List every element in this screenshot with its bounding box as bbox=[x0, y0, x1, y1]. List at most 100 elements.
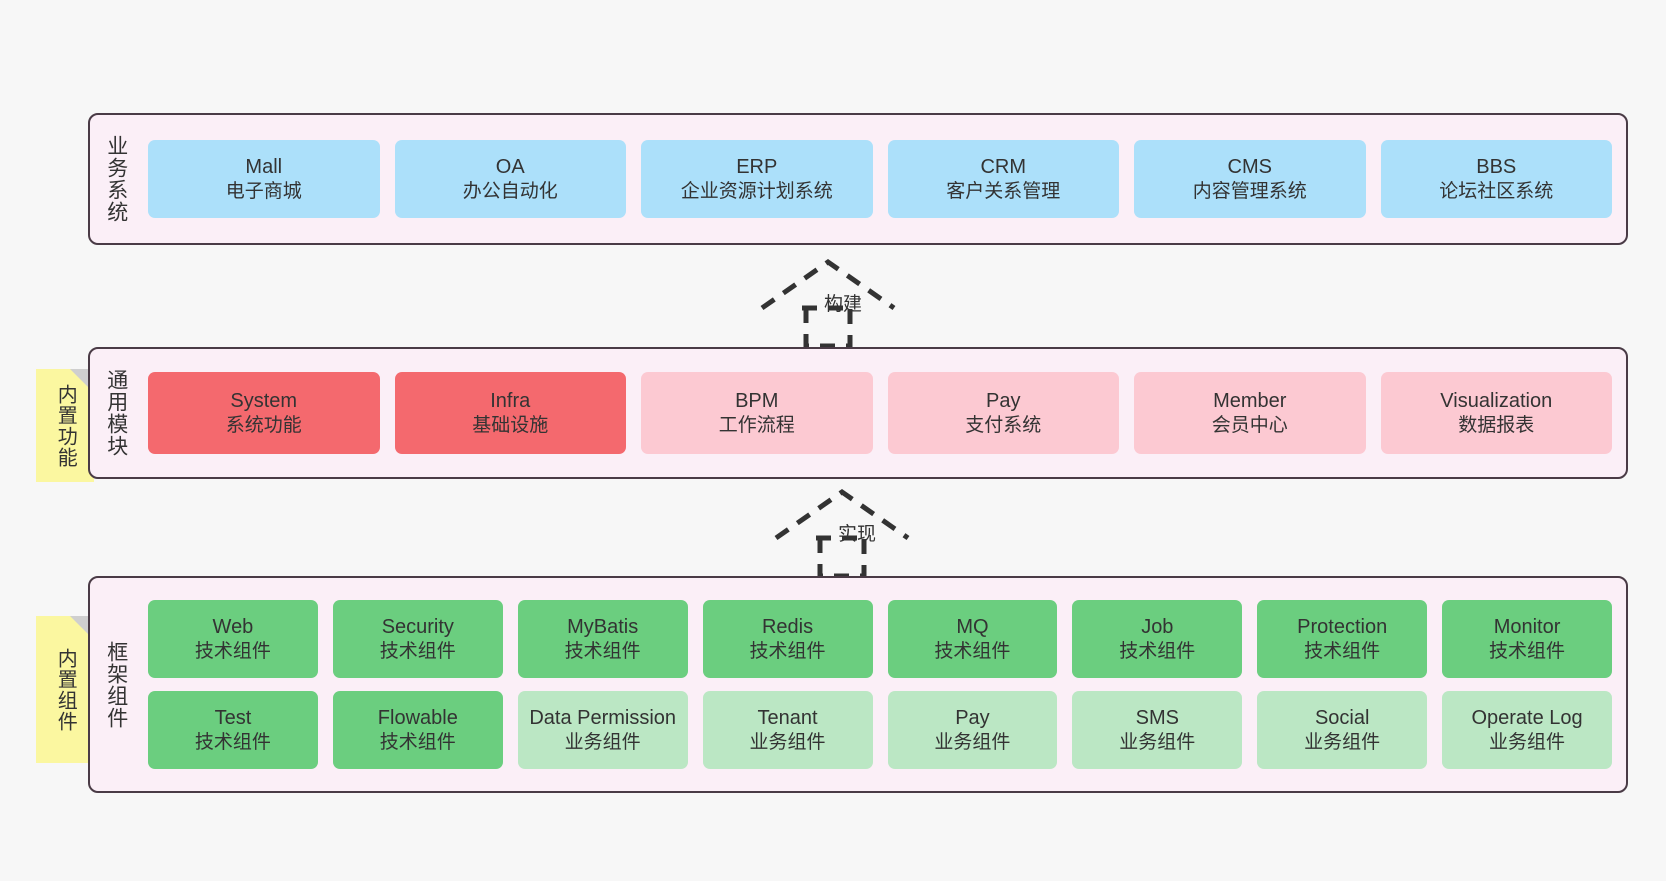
card-subtitle: 内容管理系统 bbox=[1192, 180, 1307, 202]
card-subtitle: 技术组件 bbox=[379, 731, 456, 753]
card-subtitle: 基础设施 bbox=[472, 414, 549, 436]
layer-body-framework-components: Web 技术组件 Security 技术组件 MyBatis 技术组件 Redi… bbox=[142, 578, 1626, 791]
common-modules-row: System 系统功能 Infra 基础设施 BPM 工作流程 Pay 支付系统… bbox=[148, 372, 1612, 454]
card-subtitle: 业务组件 bbox=[749, 731, 826, 753]
card-subtitle: 论坛社区系统 bbox=[1439, 180, 1554, 202]
card-title: Redis bbox=[761, 616, 814, 639]
card-title: Infra bbox=[490, 390, 531, 413]
connector-implement: 实现 bbox=[772, 488, 912, 579]
sticky-note-builtin-features: 内置功能 bbox=[36, 369, 94, 482]
card-data-permission[interactable]: Data Permission 业务组件 bbox=[517, 691, 688, 769]
card-infra[interactable]: Infra 基础设施 bbox=[394, 372, 626, 454]
card-title: System bbox=[230, 390, 298, 413]
layer-body-business-systems: Mall 电子商城 OA 办公自动化 ERP 企业资源计划系统 CRM 客户关系… bbox=[142, 115, 1626, 243]
card-title: Protection bbox=[1297, 616, 1388, 639]
card-subtitle: 系统功能 bbox=[225, 414, 302, 436]
card-subtitle: 技术组件 bbox=[379, 640, 456, 662]
card-sms[interactable]: SMS 业务组件 bbox=[1072, 691, 1243, 769]
layer-framework-components: 框架组件 Web 技术组件 Security 技术组件 MyBatis 技术组件… bbox=[88, 576, 1628, 793]
card-operate-log[interactable]: Operate Log 业务组件 bbox=[1442, 691, 1612, 769]
card-subtitle: 技术组件 bbox=[1489, 640, 1566, 662]
card-system[interactable]: System 系统功能 bbox=[148, 372, 380, 454]
card-erp[interactable]: ERP 企业资源计划系统 bbox=[641, 140, 873, 218]
card-pay-component[interactable]: Pay 业务组件 bbox=[887, 691, 1058, 769]
card-title: Pay bbox=[955, 707, 990, 730]
card-subtitle: 工作流程 bbox=[718, 414, 795, 436]
card-oa[interactable]: OA 办公自动化 bbox=[394, 140, 626, 218]
card-title: MyBatis bbox=[567, 616, 639, 639]
card-subtitle: 业务组件 bbox=[934, 731, 1011, 753]
card-title: Mall bbox=[245, 156, 283, 179]
card-title: CRM bbox=[980, 156, 1027, 179]
card-title: Security bbox=[381, 616, 454, 639]
card-title: ERP bbox=[736, 156, 778, 179]
card-subtitle: 客户关系管理 bbox=[946, 180, 1061, 202]
sticky-note-label: 内置组件 bbox=[54, 647, 77, 732]
card-mall[interactable]: Mall 电子商城 bbox=[148, 140, 380, 218]
card-title: BBS bbox=[1476, 156, 1517, 179]
framework-tech-row: Web 技术组件 Security 技术组件 MyBatis 技术组件 Redi… bbox=[148, 600, 1612, 678]
card-title: Web bbox=[212, 616, 254, 639]
card-subtitle: 业务组件 bbox=[1304, 731, 1381, 753]
card-title: Flowable bbox=[377, 707, 458, 730]
card-mybatis[interactable]: MyBatis 技术组件 bbox=[517, 600, 688, 678]
card-subtitle: 数据报表 bbox=[1458, 414, 1535, 436]
card-bbs[interactable]: BBS 论坛社区系统 bbox=[1380, 140, 1612, 218]
card-title: Visualization bbox=[1440, 390, 1553, 413]
card-cms[interactable]: CMS 内容管理系统 bbox=[1134, 140, 1366, 218]
business-systems-row: Mall 电子商城 OA 办公自动化 ERP 企业资源计划系统 CRM 客户关系… bbox=[148, 140, 1612, 218]
card-redis[interactable]: Redis 技术组件 bbox=[702, 600, 873, 678]
card-security[interactable]: Security 技术组件 bbox=[332, 600, 503, 678]
card-tenant[interactable]: Tenant 业务组件 bbox=[702, 691, 873, 769]
card-subtitle: 业务组件 bbox=[1119, 731, 1196, 753]
card-subtitle: 技术组件 bbox=[934, 640, 1011, 662]
sticky-note-label: 内置功能 bbox=[54, 383, 77, 468]
card-test[interactable]: Test 技术组件 bbox=[148, 691, 318, 769]
card-mq[interactable]: MQ 技术组件 bbox=[887, 600, 1058, 678]
card-web[interactable]: Web 技术组件 bbox=[148, 600, 318, 678]
connector-implement-label: 实现 bbox=[838, 524, 877, 545]
layer-business-systems: 业务系统 Mall 电子商城 OA 办公自动化 ERP 企业资源计划系统 CRM… bbox=[88, 113, 1628, 245]
connector-build: 构建 bbox=[758, 258, 898, 349]
card-flowable[interactable]: Flowable 技术组件 bbox=[332, 691, 503, 769]
sticky-note-builtin-components: 内置组件 bbox=[36, 616, 94, 763]
card-crm[interactable]: CRM 客户关系管理 bbox=[887, 140, 1119, 218]
card-subtitle: 会员中心 bbox=[1211, 414, 1288, 436]
card-subtitle: 技术组件 bbox=[194, 640, 271, 662]
card-subtitle: 电子商城 bbox=[225, 180, 302, 202]
card-subtitle: 业务组件 bbox=[564, 731, 641, 753]
card-title: Member bbox=[1213, 390, 1287, 413]
card-title: OA bbox=[495, 156, 525, 179]
card-title: Tenant bbox=[757, 707, 818, 730]
connector-build-label: 构建 bbox=[824, 294, 863, 315]
card-subtitle: 业务组件 bbox=[1489, 731, 1566, 753]
card-visualization[interactable]: Visualization 数据报表 bbox=[1380, 372, 1612, 454]
card-social[interactable]: Social 业务组件 bbox=[1257, 691, 1428, 769]
card-title: SMS bbox=[1135, 707, 1179, 730]
layer-label-common-modules: 通用模块 bbox=[104, 369, 128, 457]
card-member[interactable]: Member 会员中心 bbox=[1134, 372, 1366, 454]
card-subtitle: 技术组件 bbox=[1304, 640, 1381, 662]
card-title: Monitor bbox=[1493, 616, 1561, 639]
card-title: Operate Log bbox=[1471, 707, 1583, 730]
card-title: Pay bbox=[986, 390, 1021, 413]
card-subtitle: 技术组件 bbox=[1119, 640, 1196, 662]
card-monitor[interactable]: Monitor 技术组件 bbox=[1442, 600, 1612, 678]
framework-business-row: Test 技术组件 Flowable 技术组件 Data Permission … bbox=[148, 691, 1612, 769]
card-job[interactable]: Job 技术组件 bbox=[1072, 600, 1243, 678]
layer-label-business-systems: 业务系统 bbox=[104, 135, 128, 223]
card-protection[interactable]: Protection 技术组件 bbox=[1257, 600, 1428, 678]
card-title: Data Permission bbox=[529, 707, 677, 730]
card-title: Test bbox=[214, 707, 252, 730]
card-subtitle: 技术组件 bbox=[749, 640, 826, 662]
layer-common-modules: 通用模块 System 系统功能 Infra 基础设施 BPM 工作流程 Pay… bbox=[88, 347, 1628, 479]
layer-label-framework-components: 框架组件 bbox=[104, 640, 128, 729]
card-subtitle: 技术组件 bbox=[194, 731, 271, 753]
card-title: MQ bbox=[956, 616, 989, 639]
card-pay-module[interactable]: Pay 支付系统 bbox=[887, 372, 1119, 454]
card-bpm[interactable]: BPM 工作流程 bbox=[641, 372, 873, 454]
layer-body-common-modules: System 系统功能 Infra 基础设施 BPM 工作流程 Pay 支付系统… bbox=[142, 349, 1626, 477]
card-subtitle: 技术组件 bbox=[564, 640, 641, 662]
card-subtitle: 办公自动化 bbox=[462, 180, 558, 202]
